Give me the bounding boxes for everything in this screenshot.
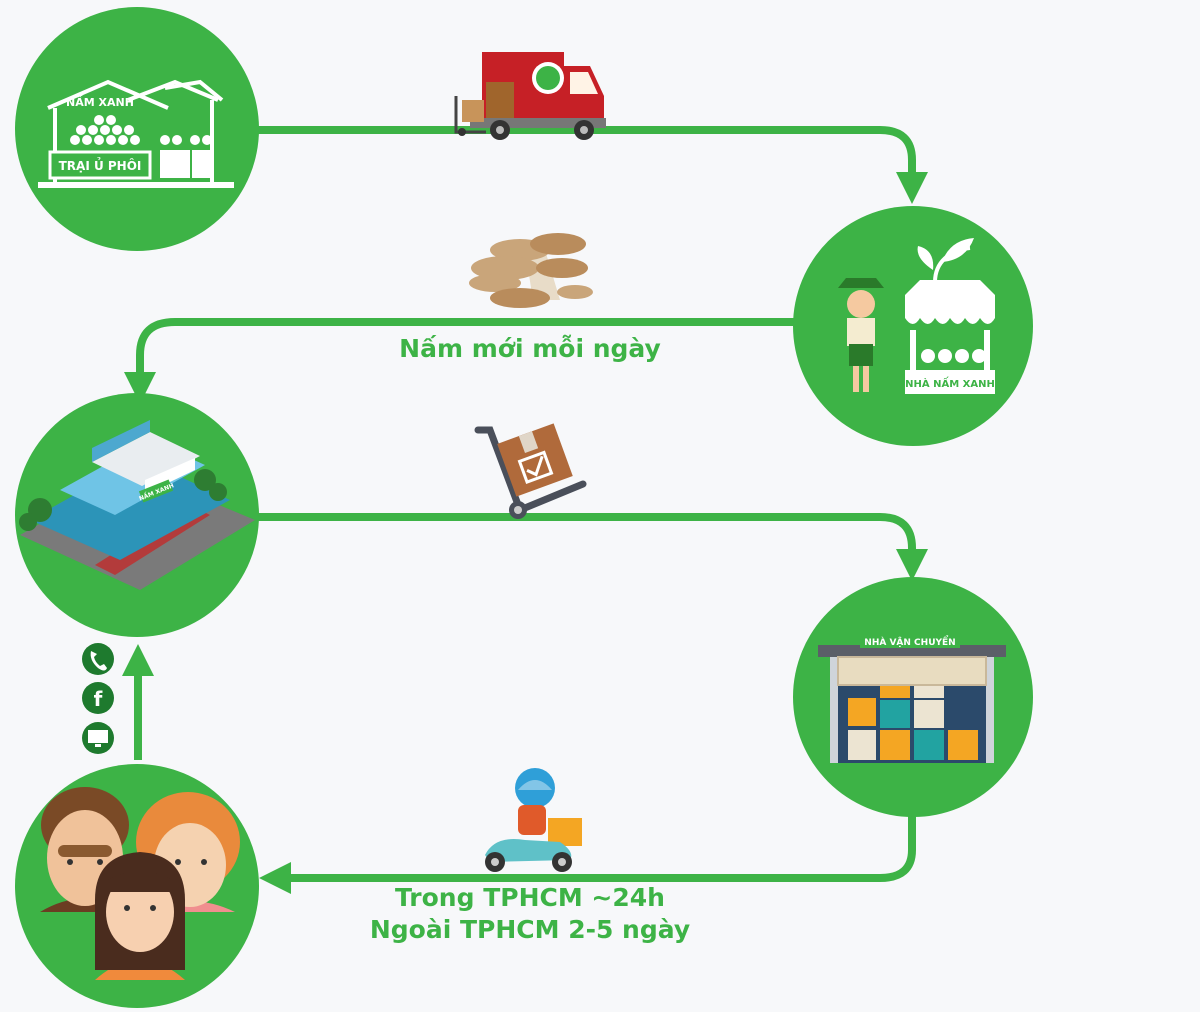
warehouse-icon: NHÀ VẬN CHUYỂN — [818, 634, 1006, 763]
node-farm: TRẠI Ủ PHÔI Nấm Xanh — [15, 7, 259, 251]
mushroom-icon — [469, 233, 593, 308]
facebook-icon[interactable]: f — [82, 682, 114, 714]
farmer-icon — [838, 278, 884, 392]
mushroom-stacks — [70, 115, 214, 178]
connector-shop-to-carrier — [250, 513, 928, 581]
daily-fresh-label: Nấm mới mỗi ngày — [399, 334, 661, 363]
flow-connectors — [122, 126, 928, 894]
market-stall-icon: NHÀ NẤM XANH — [905, 238, 995, 394]
connector-farm-to-store — [250, 126, 928, 204]
shop-building-icon: NẤM XANH — [19, 420, 255, 590]
delivery-inside-city: Trong TPHCM ~24h — [395, 883, 665, 912]
farm-sign: TRẠI Ủ PHÔI — [59, 157, 142, 173]
phone-icon[interactable] — [82, 643, 114, 675]
farm-name: Nấm Xanh — [66, 94, 134, 109]
carrier-sign: NHÀ VẬN CHUYỂN — [864, 635, 955, 648]
truck-icon — [454, 52, 606, 140]
scooter-icon — [485, 768, 582, 872]
node-carrier: NHÀ VẬN CHUYỂN — [793, 577, 1033, 817]
node-shop: NẤM XANH — [15, 393, 259, 637]
node-customers — [15, 764, 259, 1008]
node-store: NHÀ NẤM XANH — [793, 206, 1033, 446]
delivery-outside-city: Ngoài TPHCM 2-5 ngày — [369, 915, 691, 944]
hand-truck-icon — [474, 423, 587, 519]
connector-carrier-to-customers — [259, 815, 916, 894]
contact-icons: f — [82, 643, 114, 754]
svg-text:f: f — [94, 687, 103, 711]
connector-store-to-shop — [124, 318, 800, 404]
store-sign: NHÀ NẤM XANH — [905, 375, 995, 390]
delivery-time-label: Trong TPHCM ~24h Ngoài TPHCM 2-5 ngày — [330, 882, 730, 946]
people-icon — [40, 787, 240, 980]
computer-icon[interactable] — [82, 722, 114, 754]
